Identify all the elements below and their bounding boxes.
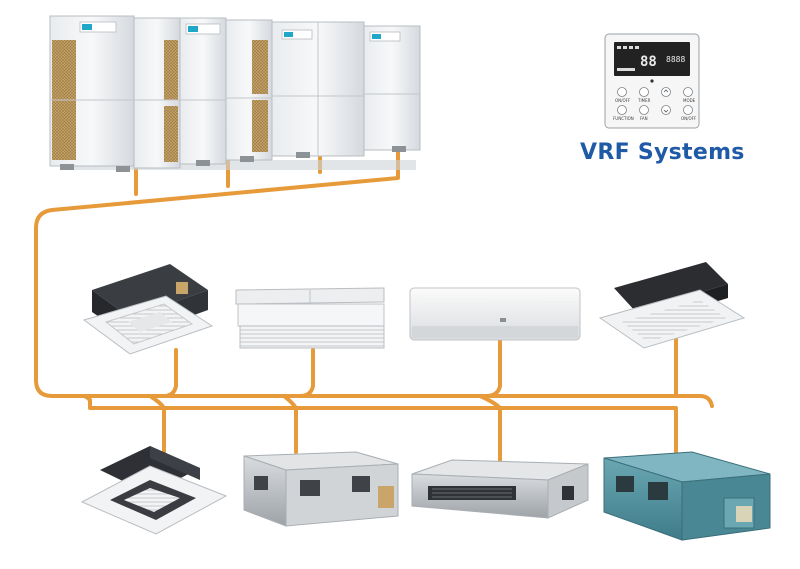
controller-button: [661, 105, 671, 115]
outdoor-unit-3: [179, 17, 227, 165]
indoor-unit-slim-duct: [411, 459, 589, 519]
indoor-unit-high-static-duct: [243, 451, 399, 527]
controller-button-label: ON/OFF: [681, 116, 697, 121]
controller-display: [614, 42, 690, 76]
branch-joint-left: [82, 394, 92, 404]
outdoor-unit-2: [133, 17, 181, 169]
indoor-unit-four-way-cassette: [82, 264, 214, 355]
indoor-unit-wall-mounted: [409, 287, 581, 341]
outdoor-unit-4: [225, 19, 273, 161]
controller-button: [617, 105, 627, 115]
outdoor-header-pipe: [34, 146, 714, 408]
branch-joint-3: [478, 394, 502, 410]
outdoor-unit-5: [271, 21, 365, 157]
controller-button-label: MODE: [683, 98, 696, 103]
indoor-unit-ceiling-floor: [235, 287, 385, 349]
controller-button-label: ON/OFF: [615, 98, 631, 103]
controller-display-time: 8888: [666, 55, 685, 64]
wired-controller: 88 8888 ON/OFF TIMER MODE FUNCTION FAN O…: [604, 33, 700, 129]
drop-upper-3: [484, 338, 502, 398]
indoor-unit-compact-cassette: [80, 446, 228, 535]
controller-button: [639, 87, 649, 97]
controller-button: [617, 87, 627, 97]
controller-button: [683, 105, 693, 115]
controller-button: [639, 105, 649, 115]
indoor-unit-fresh-air: [603, 451, 771, 541]
indoor-unit-one-way-cassette: [598, 262, 746, 349]
controller-button-label: FAN: [640, 116, 648, 121]
branch-joint-1: [148, 394, 166, 410]
controller-button: [661, 87, 671, 97]
branch-joint-2: [282, 394, 298, 410]
controller-button: [683, 87, 693, 97]
diagram-title: VRF Systems: [580, 140, 745, 165]
lower-branch-main: [88, 398, 678, 454]
controller-buttons: [617, 87, 693, 115]
refrigerant-piping: [34, 146, 714, 462]
controller-display-temperature: 88: [640, 54, 657, 70]
outdoor-units: [49, 15, 421, 172]
drop-upper-1: [162, 348, 178, 398]
drop-upper-2: [298, 348, 315, 398]
controller-button-label: FUNCTION: [613, 116, 634, 121]
controller-button-label: TIMER: [637, 98, 651, 103]
outdoor-unit-1: [49, 15, 135, 167]
outdoor-unit-6: [363, 25, 421, 151]
